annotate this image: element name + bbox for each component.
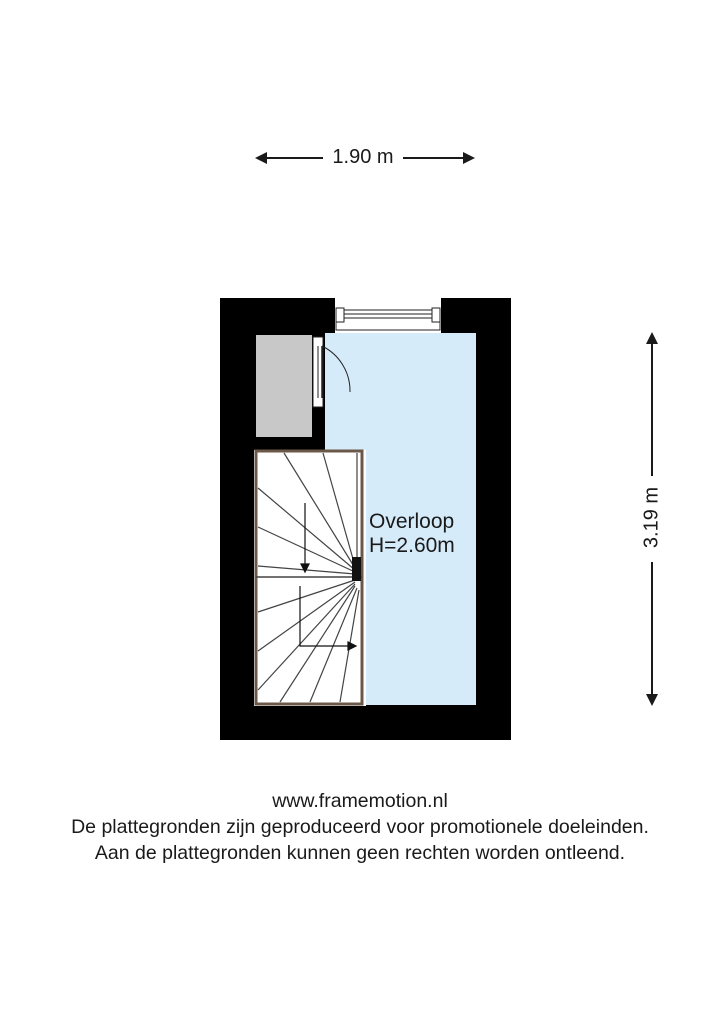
footer: www.framemotion.nl De plattegronden zijn…	[0, 788, 720, 866]
closet	[256, 335, 312, 437]
dimension-line	[263, 157, 323, 159]
dimension-line	[403, 157, 467, 159]
dimension-line	[651, 340, 653, 476]
closet-door	[312, 336, 351, 408]
arrow-down-icon	[646, 694, 658, 706]
room-name: Overloop	[369, 510, 455, 533]
window	[335, 298, 441, 333]
width-dimension: 1.90 m	[255, 144, 475, 172]
stair-area	[254, 450, 366, 706]
arrow-up-icon	[646, 332, 658, 344]
stair-post	[352, 557, 361, 581]
stair-direction-arrows	[299, 503, 358, 651]
staircase	[254, 449, 364, 706]
dimension-line	[651, 562, 653, 698]
website-link[interactable]: www.framemotion.nl	[272, 790, 448, 812]
room-height: H=2.60m	[369, 534, 455, 557]
stair-treads	[257, 452, 360, 703]
disclaimer-line-2: Aan de plattegronden kunnen geen rechten…	[94, 842, 626, 864]
width-label: 1.90 m	[332, 146, 394, 168]
height-dimension: 3.19 m	[638, 332, 666, 706]
disclaimer-line-1: De plattegronden zijn geproduceerd voor …	[71, 816, 649, 838]
arrow-right-icon	[463, 152, 475, 164]
arrow-left-icon	[255, 152, 267, 164]
room-label: Overloop H=2.60m	[369, 510, 455, 558]
